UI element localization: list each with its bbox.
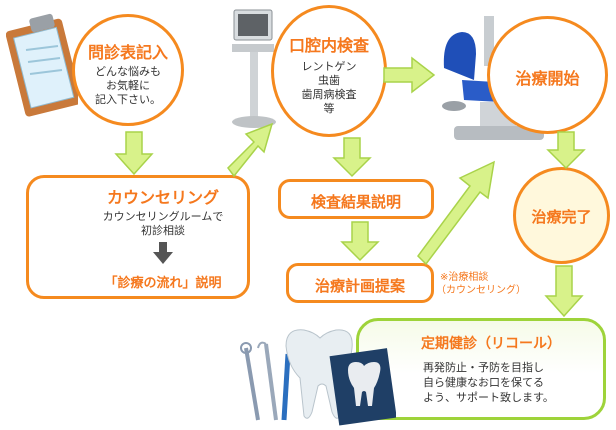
- arrow-monshin-to-counseling: [114, 131, 154, 176]
- xray-monitor-icon: [228, 6, 280, 134]
- dental-instruments-icon: [236, 340, 296, 424]
- step-teiki-box: 定期健診（リコール） 再発防止・予防を目指し 自ら健康なお口を保てる よう、サポ…: [356, 318, 606, 420]
- arrow-counseling-to-koukunai: [227, 122, 274, 178]
- arrow-koukunai-to-chair: [383, 56, 436, 94]
- step-monshin-desc-2: お気軽に: [106, 79, 150, 92]
- step-monshin-circle: 問診表記入 どんな悩みも お気軽に 記入下さい。: [72, 14, 184, 126]
- step-kanryo-circle: 治療完了: [513, 167, 610, 264]
- note-text-2: （カウンセリング）: [436, 285, 526, 296]
- step-teiki-title: 定期健診（リコール）: [421, 336, 561, 352]
- step-monshin-desc-1: どんな悩みも: [95, 65, 161, 78]
- step-counseling-sub: 「診療の流れ」説明: [104, 276, 222, 291]
- clipboard-icon: [5, 10, 82, 120]
- step-koukunai-circle: 口腔内検査 レントゲン 虫歯 歯周病検査 等: [271, 5, 387, 137]
- step-kaishi-title: 治療開始: [515, 69, 580, 88]
- step-koukunai-desc-4: 等: [323, 102, 335, 115]
- step-counseling-desc-1: カウンセリングルームで: [102, 210, 224, 223]
- arrow-keikaku-to-chair: [417, 160, 495, 266]
- step-monshin-desc-3: 記入下さい。: [95, 93, 161, 106]
- arrow-kanryo-to-teiki: [544, 265, 584, 318]
- step-counseling-box: カウンセリング カウンセリングルームで 初診相談 「診療の流れ」説明: [26, 175, 250, 299]
- step-teiki-desc-3: よう、サポート致します。: [423, 391, 554, 404]
- step-koukunai-desc-3: 歯周病検査: [301, 88, 357, 101]
- arrow-kensa-to-keikaku: [340, 221, 380, 262]
- arrow-kaishi-to-kanryo: [546, 131, 586, 170]
- arrow-koukunai-to-kensa: [332, 137, 372, 178]
- step-kanryo-title: 治療完了: [531, 208, 592, 226]
- step-keikaku-box: 治療計画提案: [286, 263, 434, 303]
- step-koukunai-title: 口腔内検査: [288, 36, 369, 55]
- step-teiki-desc-2: 自ら健康なお口を保てる: [423, 376, 544, 389]
- step-koukunai-desc-1: レントゲン: [301, 60, 357, 73]
- step-kaishi-circle: 治療開始: [487, 16, 608, 134]
- tooth-icon: [276, 326, 397, 426]
- dental-chair-icon: [424, 14, 554, 146]
- step-counseling-title: カウンセリング: [106, 188, 219, 207]
- step-kensa-box: 検査結果説明: [278, 179, 434, 219]
- down-arrow-icon: [153, 242, 173, 264]
- step-teiki-desc-1: 再発防止・予防を目指し: [423, 361, 544, 374]
- step-keikaku-title: 治療計画提案: [314, 277, 405, 295]
- step-monshin-title: 問診表記入: [87, 43, 168, 62]
- step-koukunai-desc-2: 虫歯: [318, 74, 340, 87]
- note-text-1: ※治療相談: [440, 272, 489, 283]
- step-counseling-desc-2: 初診相談: [141, 224, 185, 237]
- step-kensa-title: 検査結果説明: [310, 193, 401, 211]
